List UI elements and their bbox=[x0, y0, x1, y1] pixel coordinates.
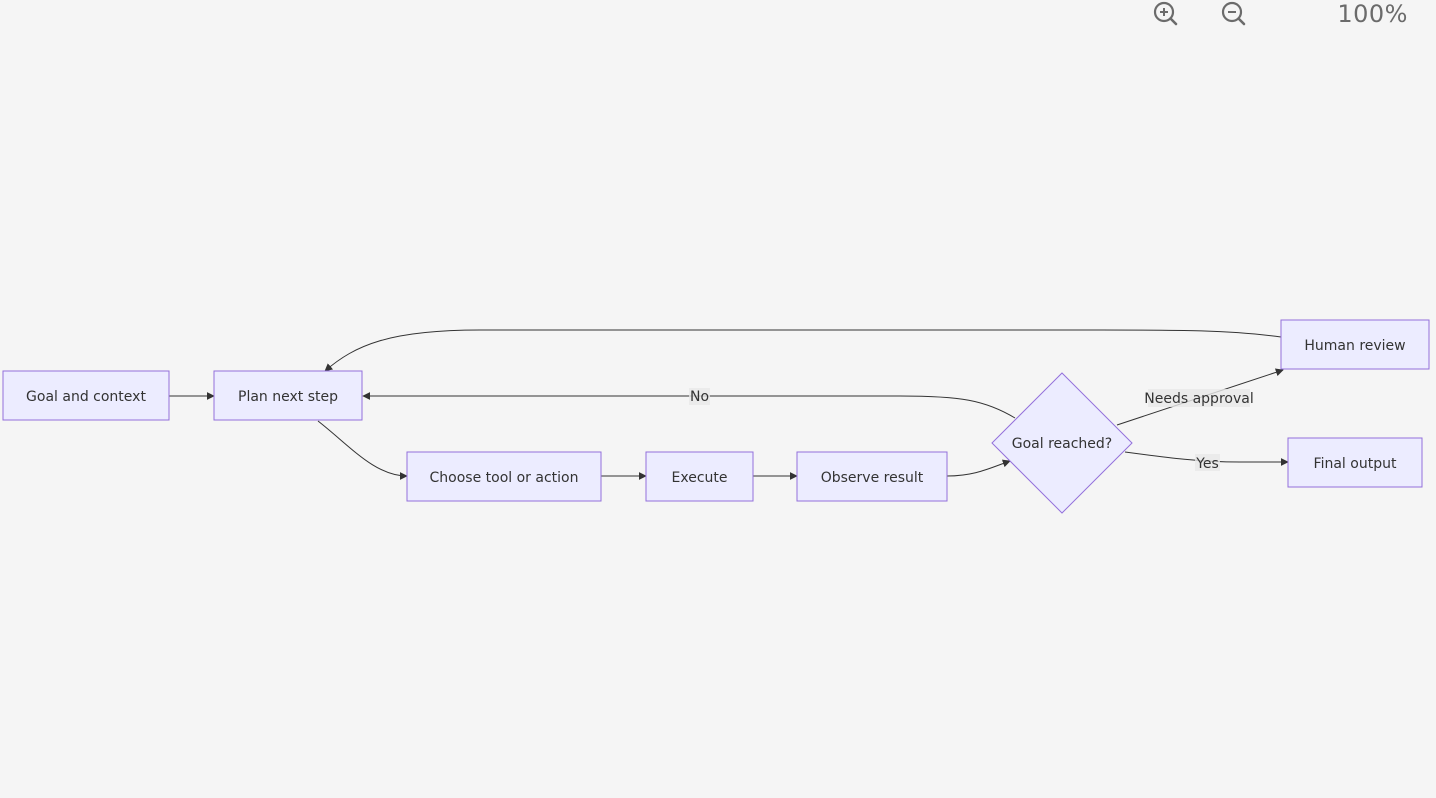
node-label: Human review bbox=[1304, 338, 1405, 354]
zoom-in-icon bbox=[1153, 1, 1178, 26]
edge-label-no: No bbox=[690, 389, 709, 405]
edge-observe-to-decision bbox=[946, 459, 1011, 477]
edge-plan-to-choose bbox=[317, 420, 408, 480]
zoom-out-button[interactable] bbox=[1219, 0, 1249, 28]
node-execute[interactable]: Execute bbox=[645, 451, 754, 502]
edge-decision-to-final-yes bbox=[1124, 451, 1289, 466]
edge-decision-to-plan-no bbox=[362, 392, 1016, 419]
node-goal-reached-decision[interactable]: Goal reached? bbox=[991, 372, 1133, 514]
edges bbox=[169, 329, 1289, 480]
edge-labels: No Needs approval Yes bbox=[689, 388, 1254, 472]
node-choose-tool-or-action[interactable]: Choose tool or action bbox=[406, 451, 602, 502]
node-label: Goal reached? bbox=[1012, 436, 1112, 452]
zoom-level-readout: 100% bbox=[1337, 0, 1408, 28]
node-goal-and-context[interactable]: Goal and context bbox=[2, 370, 170, 421]
node-label: Plan next step bbox=[238, 389, 338, 405]
node-label: Goal and context bbox=[26, 389, 146, 405]
zoom-in-button[interactable] bbox=[1151, 0, 1181, 28]
node-human-review[interactable]: Human review bbox=[1280, 319, 1430, 370]
node-label: Observe result bbox=[821, 470, 924, 486]
node-observe-result[interactable]: Observe result bbox=[796, 451, 948, 502]
node-label: Execute bbox=[672, 470, 728, 486]
edge-label-needs-approval: Needs approval bbox=[1144, 391, 1253, 407]
node-label: Final output bbox=[1314, 456, 1397, 472]
zoom-toolbar: 100% bbox=[1153, 0, 1436, 30]
zoom-out-icon bbox=[1221, 1, 1246, 26]
edge-label-yes: Yes bbox=[1195, 456, 1219, 472]
edge-human-review-to-plan bbox=[324, 329, 1282, 372]
node-final-output[interactable]: Final output bbox=[1287, 437, 1423, 488]
node-plan-next-step[interactable]: Plan next step bbox=[213, 370, 363, 421]
node-label: Choose tool or action bbox=[430, 470, 579, 486]
